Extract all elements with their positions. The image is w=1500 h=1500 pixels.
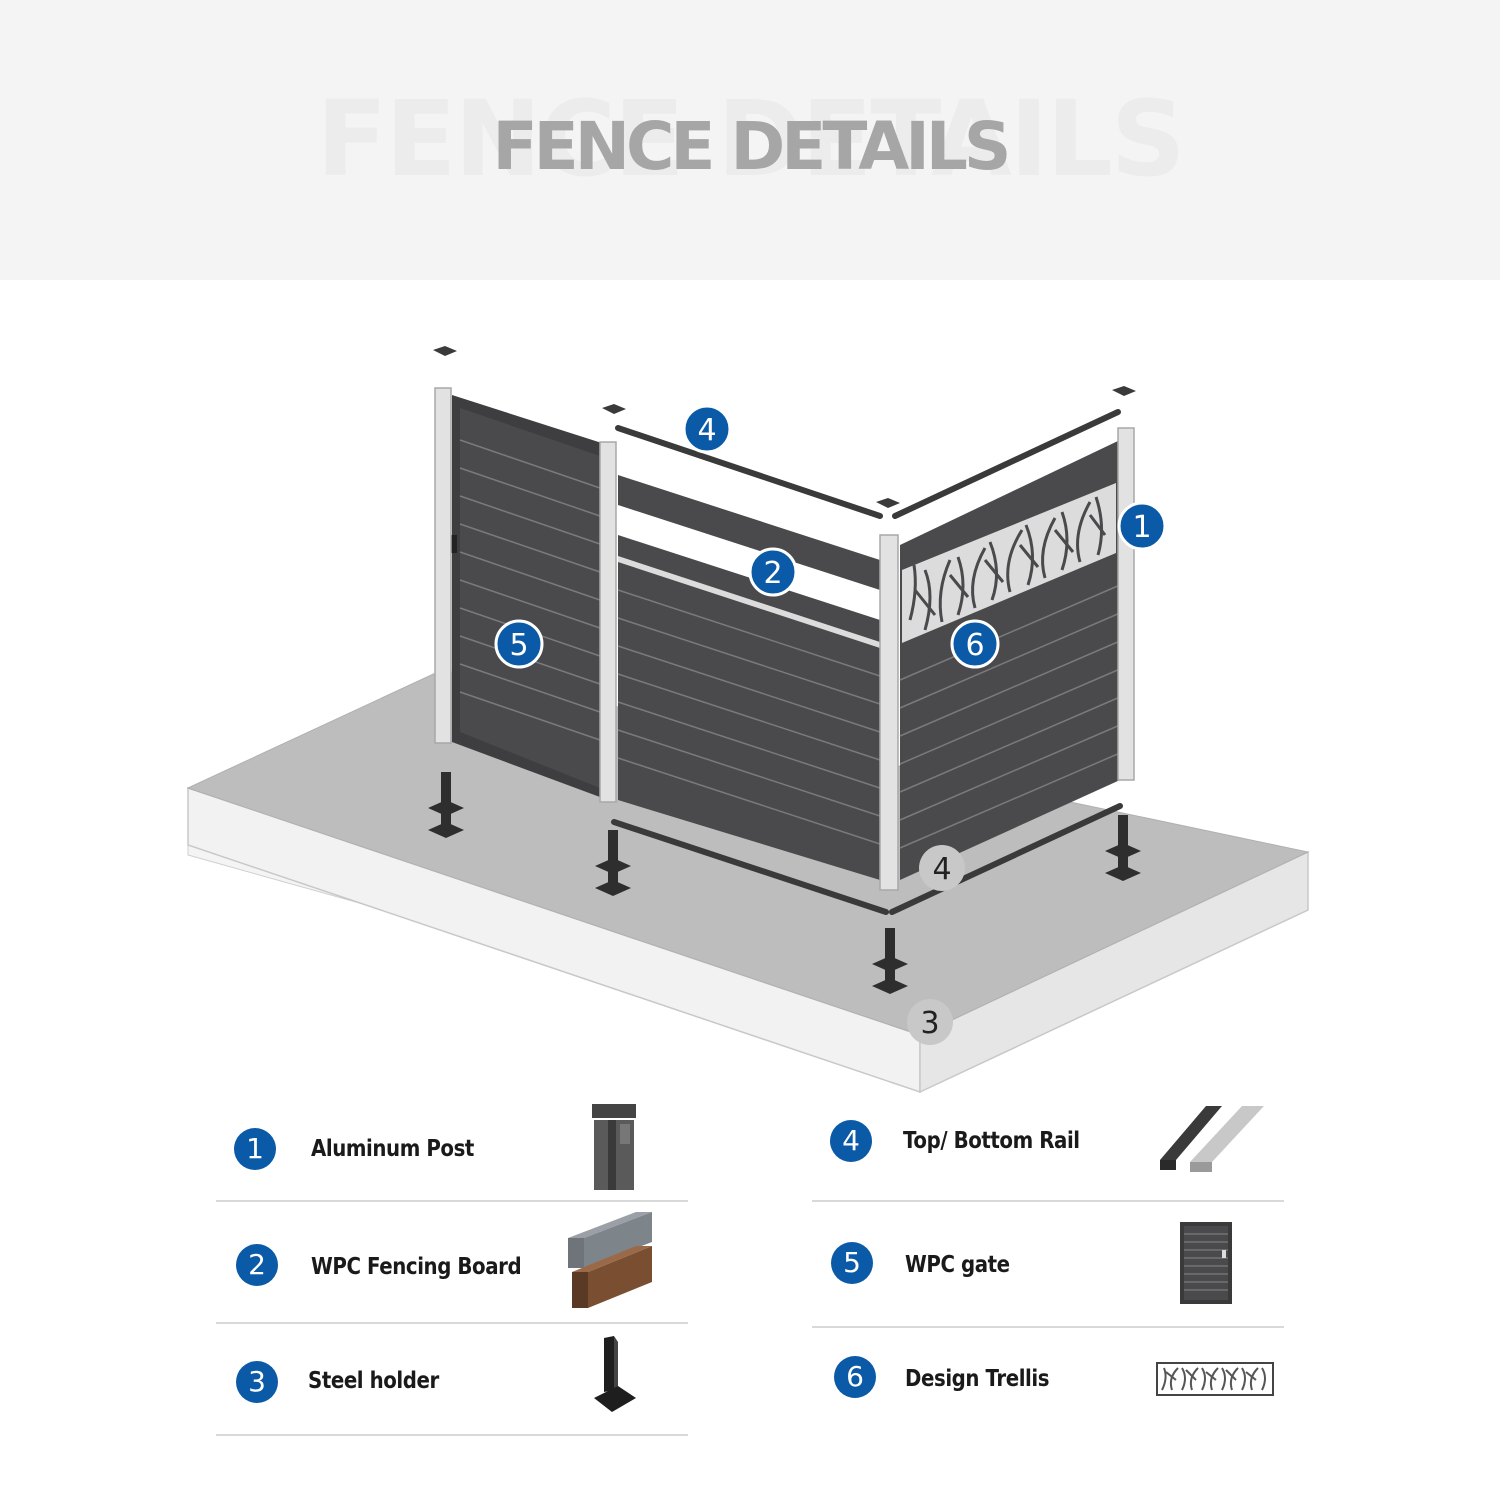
- legend-label: Top/ Bottom Rail: [903, 1128, 1080, 1154]
- bottom-rails: [611, 803, 1123, 915]
- svg-text:6: 6: [965, 628, 984, 663]
- gate-icon: [1180, 1222, 1232, 1304]
- wpc-gate-panel: [450, 395, 608, 800]
- legend-item-aluminum-post: 1 Aluminum Post: [216, 1100, 688, 1202]
- callout-steel-holder: 3: [907, 999, 953, 1045]
- svg-text:4: 4: [697, 413, 716, 448]
- concrete-slab: [186, 669, 1310, 1094]
- legend-badge: 6: [834, 1356, 876, 1398]
- svg-text:1: 1: [1132, 510, 1151, 545]
- svg-text:3: 3: [920, 1006, 939, 1041]
- steel-holder-icon: [594, 1336, 636, 1412]
- design-trellis-panel: [899, 440, 1121, 880]
- legend-item-steel-holder: 3 Steel holder: [216, 1334, 688, 1436]
- aluminum-post-icon: [592, 1104, 636, 1190]
- page-title: FENCE DETAILS: [492, 108, 1012, 185]
- legend-label: Aluminum Post: [311, 1136, 474, 1162]
- legend-badge: 2: [236, 1244, 278, 1286]
- svg-text:5: 5: [509, 628, 528, 663]
- post-caps: [433, 346, 1136, 508]
- legend-label: WPC gate: [905, 1252, 1010, 1278]
- legend-label: Steel holder: [308, 1368, 439, 1394]
- callout-design-trellis: 6: [950, 619, 1000, 669]
- legend-item-fencing-board: 2 WPC Fencing Board: [216, 1212, 688, 1324]
- legend-label: WPC Fencing Board: [311, 1254, 522, 1280]
- callout-top-rail: 4: [682, 404, 732, 454]
- svg-text:2: 2: [763, 556, 782, 591]
- steel-holders: [428, 772, 1141, 994]
- legend-badge: 3: [236, 1361, 278, 1403]
- fencing-board-icon: [568, 1212, 652, 1308]
- svg-text:4: 4: [932, 852, 951, 887]
- top-rails: [615, 409, 1121, 519]
- legend-badge: 5: [831, 1242, 873, 1284]
- legend-item-rail: 4 Top/ Bottom Rail: [812, 1100, 1284, 1202]
- header-banner: FENCE DETAILS FENCE DETAILS: [0, 0, 1500, 280]
- callout-bottom-rail: 4: [919, 845, 965, 891]
- rail-icon: [1160, 1106, 1264, 1172]
- fence-diagram: 4 2 1 5 6 4 3: [186, 346, 1310, 1094]
- callout-fencing-board: 2: [748, 547, 798, 597]
- wpc-fencing-board-panel: [617, 475, 881, 880]
- legend-label: Design Trellis: [905, 1366, 1050, 1392]
- legend-badge: 4: [830, 1120, 872, 1162]
- callout-gate: 5: [494, 619, 544, 669]
- legend-item-gate: 5 WPC gate: [812, 1222, 1284, 1328]
- ghost-title: FENCE DETAILS: [316, 78, 1185, 200]
- legend-badge: 1: [234, 1128, 276, 1170]
- trellis-icon: [1156, 1362, 1274, 1396]
- legend-item-trellis: 6 Design Trellis: [812, 1330, 1284, 1430]
- callout-aluminum-post: 1: [1117, 501, 1167, 551]
